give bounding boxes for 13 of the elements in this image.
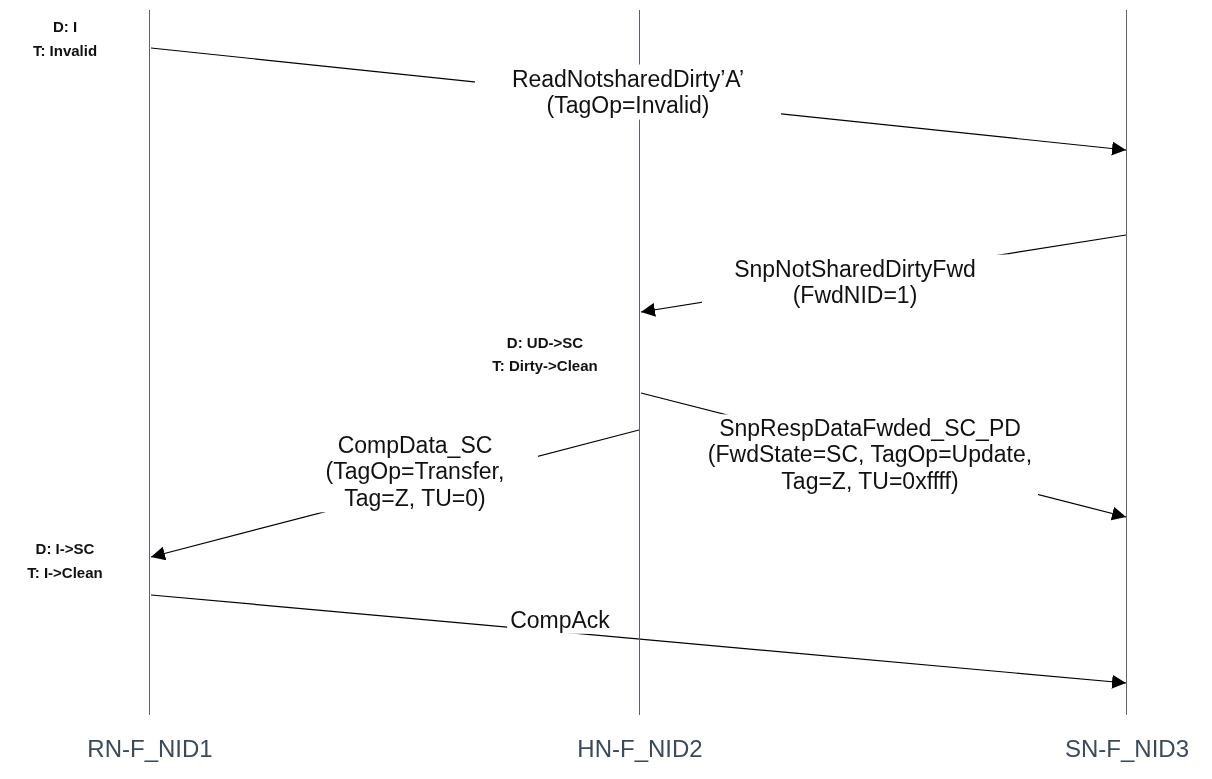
lifeline-name: SN-F_NID3 bbox=[1065, 735, 1189, 763]
message-arrow bbox=[150, 594, 1127, 689]
state-note: T: Invalid bbox=[32, 42, 98, 59]
lifeline-name: HN-F_NID2 bbox=[577, 735, 703, 763]
lifeline bbox=[1126, 10, 1127, 715]
state-note: T: I->Clean bbox=[27, 564, 103, 581]
state-note: D: I bbox=[52, 18, 78, 35]
edge-label: ReadNotsharedDirty’A’ (TagOp=Invalid) bbox=[475, 64, 781, 120]
lifeline-name: RN-F_NID1 bbox=[87, 735, 213, 763]
state-note: D: UD->SC bbox=[506, 334, 584, 351]
state-note: T: Dirty->Clean bbox=[492, 357, 598, 374]
lifeline bbox=[149, 10, 150, 715]
state-note: D: I->SC bbox=[35, 540, 95, 557]
